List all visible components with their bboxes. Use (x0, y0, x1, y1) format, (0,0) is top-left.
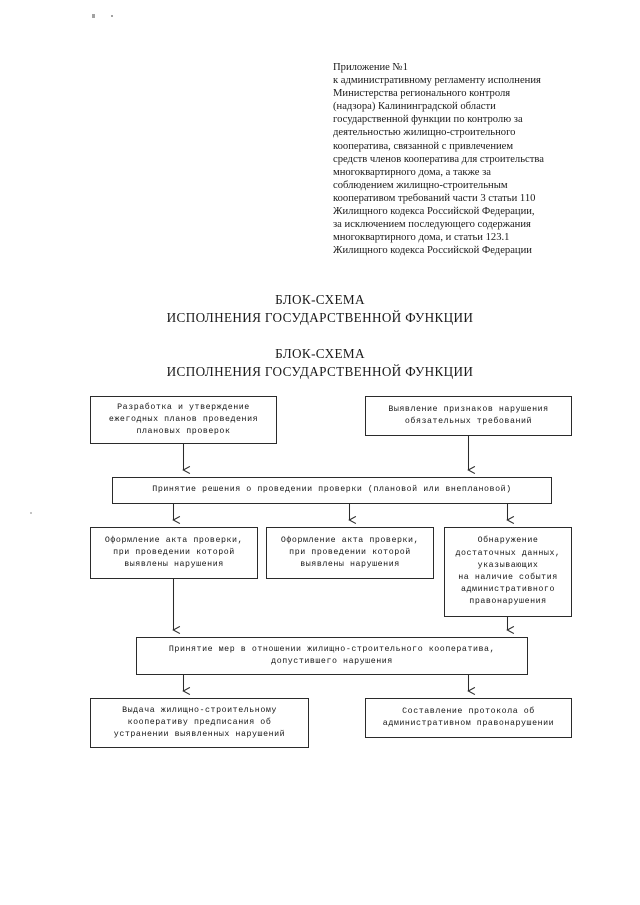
flow-node-evidence[interactable]: Обнаружение достаточных данных, указываю… (444, 527, 572, 617)
reference-line: кооператива, связанной с привлечением (333, 140, 514, 152)
reference-line: (надзора) Калининградской области (333, 101, 496, 113)
flow-node-line: Выдача жилищно-строительному (122, 705, 277, 715)
page-title-line: ИСПОЛНЕНИЯ ГОСУДАРСТВЕННОЙ ФУНКЦИИ (166, 310, 474, 325)
flow-node-line: Оформление акта проверки, (280, 535, 420, 545)
page-title-line: ИСПОЛНЕНИЯ ГОСУДАРСТВЕННОЙ ФУНКЦИИ (166, 364, 474, 379)
flow-node-protocol[interactable]: Составление протокола об административно… (365, 698, 572, 738)
flow-node-line: административном правонарушении (382, 719, 555, 728)
flow-node-line: выявлены нарушения (300, 560, 400, 570)
page-title-primary: БЛОК-СХЕМА ИСПОЛНЕНИЯ ГОСУДАРСТВЕННОЙ ФУ… (0, 291, 640, 327)
reference-line: государственной функции по контролю за (333, 114, 523, 126)
flow-node-line: Принятие решения о проведении проверки (… (152, 485, 512, 495)
flow-node-line: указывающих (477, 560, 539, 570)
flow-node-line: устранении выявленных нарушений (113, 730, 286, 740)
flow-node-line: Принятие мер в отношении жилищно-строите… (168, 644, 496, 654)
flow-node-line: кооперативу предписания об (127, 717, 272, 727)
flow-node-line: административного (461, 585, 555, 595)
flow-node-line: Разработка и утверждение (117, 402, 250, 412)
flow-node-order[interactable]: Выдача жилищно-строительному кооперативу… (90, 698, 309, 748)
reference-line: многоквартирного дома, и статьи 123.1 (333, 232, 510, 244)
flow-node-line: выявлены нарушения (124, 560, 224, 570)
reference-line: средств членов кооператива для строитель… (333, 153, 544, 165)
flow-node-act-scheduled[interactable]: Оформление акта проверки, при проведении… (90, 527, 258, 579)
flow-node-line: Оформление акта проверки, (104, 535, 244, 545)
flow-node-line: Обнаружение (477, 536, 539, 546)
page-title-line: БЛОК-СХЕМА (275, 292, 365, 307)
flow-node-line: на наличие события (458, 573, 558, 582)
flow-node-decision[interactable]: Принятие решения о проведении проверки (… (112, 477, 552, 504)
reference-line: соблюдением жилищно-строительным (333, 179, 508, 191)
flow-node-plan[interactable]: Разработка и утверждение ежегодных плано… (90, 396, 277, 444)
flow-node-detect[interactable]: Выявление признаков нарушения обязательн… (365, 396, 572, 436)
flow-node-line: достаточных данных, (455, 548, 561, 558)
reference-line: за исключением последующего содержания (333, 219, 531, 231)
reference-line: Приложение №1 (333, 62, 408, 73)
flow-node-measures[interactable]: Принятие мер в отношении жилищно-строите… (136, 637, 528, 675)
flow-node-line: допустившего нарушения (271, 657, 393, 666)
flow-node-line: правонарушения (469, 597, 547, 607)
flow-node-line: при проведении которой (113, 547, 235, 557)
reference-line: многоквартирного дома, а также за (333, 166, 491, 178)
scan-speck-icon (30, 512, 32, 514)
page-title-secondary: БЛОК-СХЕМА ИСПОЛНЕНИЯ ГОСУДАРСТВЕННОЙ ФУ… (0, 345, 640, 381)
flow-node-line: при проведении которой (289, 547, 411, 557)
scan-speck-icon (92, 14, 95, 18)
flow-node-line: Составление протокола об (402, 706, 535, 716)
reference-line: кооперативом требований части 3 статьи 1… (333, 192, 536, 204)
reference-line: к административному регламенту исполнени… (333, 75, 541, 87)
reference-line: Жилищного кодекса Российской Федерации (333, 245, 532, 257)
page-title-line: БЛОК-СХЕМА (275, 346, 365, 361)
flow-node-line: Выявление признаков нарушения (388, 404, 549, 414)
scan-speck-icon (111, 15, 113, 17)
appendix-reference-block: Приложение №1 к административному реглам… (333, 61, 605, 257)
reference-line: Жилищного кодекса Российской Федерации, (333, 206, 535, 218)
reference-line: Министерства регионального контроля (333, 88, 511, 100)
reference-line: деятельностью жилищно-строительного (333, 127, 516, 139)
flow-node-line: обязательных требований (404, 417, 533, 426)
flow-node-act-unscheduled[interactable]: Оформление акта проверки, при проведении… (266, 527, 434, 579)
flow-node-line: плановых проверок (136, 427, 231, 437)
flow-node-line: ежегодных планов проведения (108, 414, 259, 424)
